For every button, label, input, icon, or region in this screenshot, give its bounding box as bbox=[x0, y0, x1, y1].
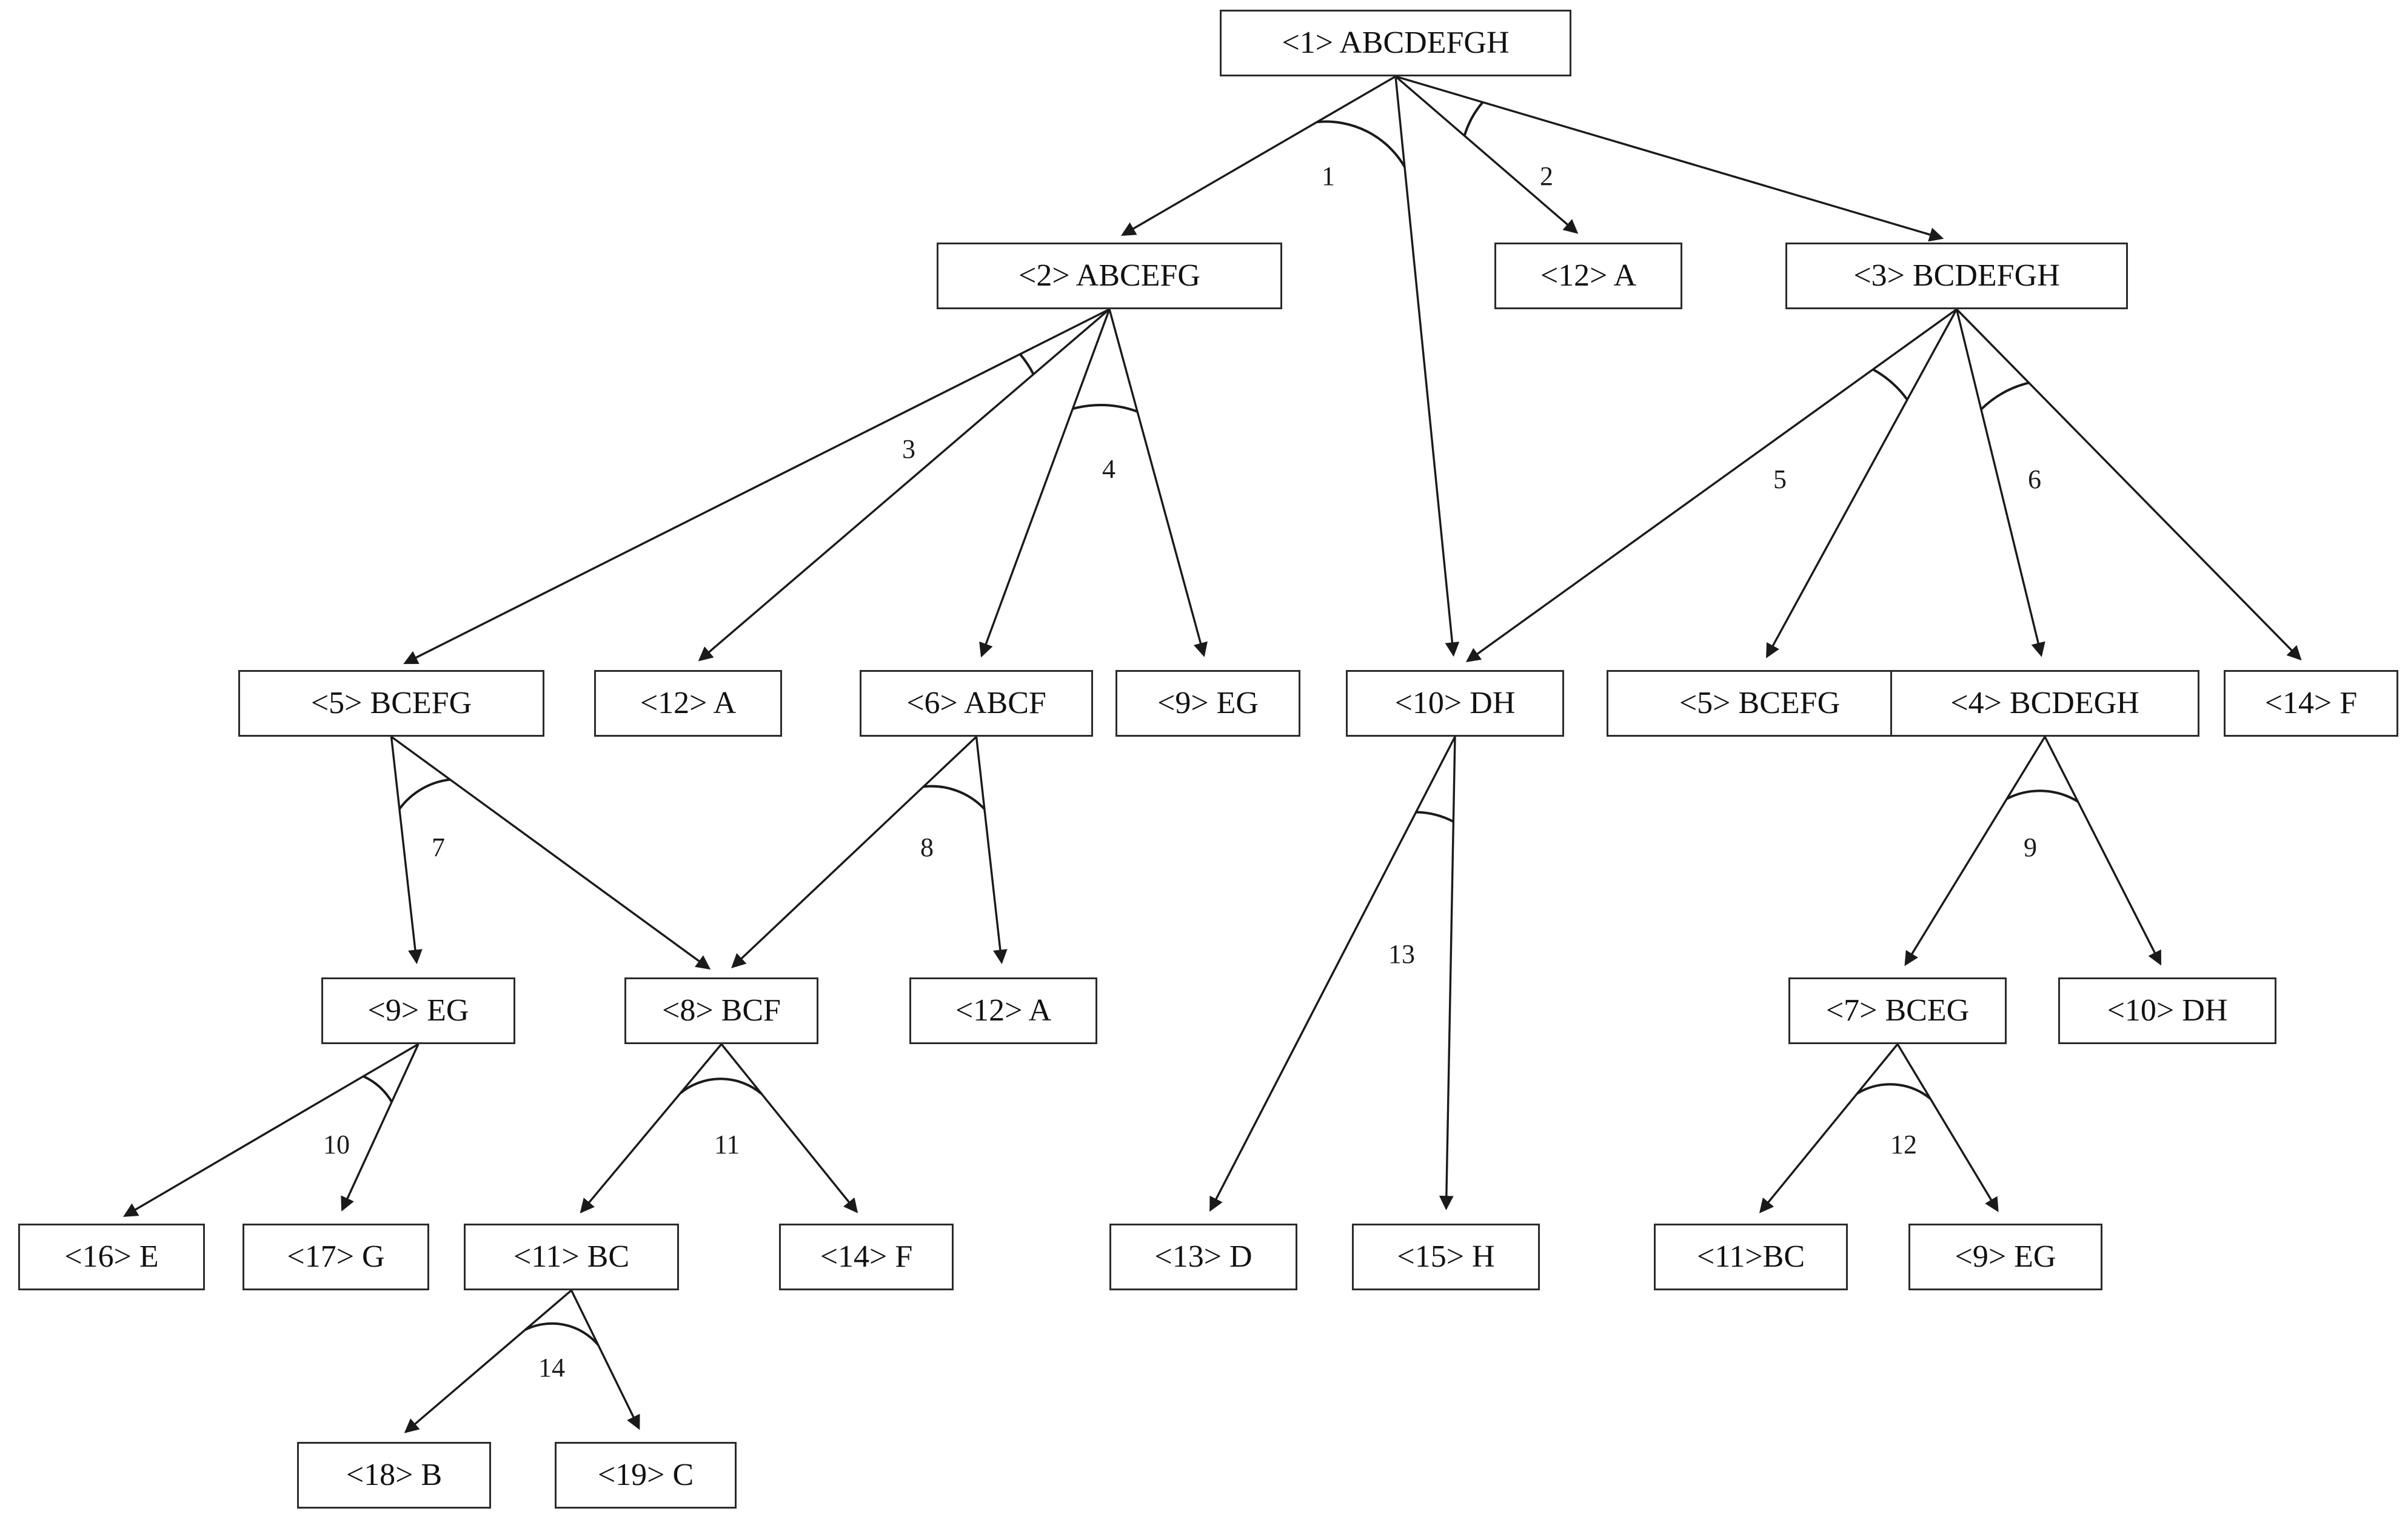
tree-node-n12b[interactable]: <12> A bbox=[594, 670, 782, 737]
arc-label-10: 10 bbox=[323, 1130, 350, 1159]
edge-n11a-to-n18 bbox=[404, 1289, 572, 1433]
edge-n2-to-n9a bbox=[1108, 309, 1208, 657]
tree-node-n10a[interactable]: <10> DH bbox=[1346, 670, 1564, 737]
arc-label-14: 14 bbox=[538, 1353, 565, 1382]
arc-label-5: 5 bbox=[1773, 464, 1787, 494]
edge-n10a-to-n15 bbox=[1439, 736, 1456, 1210]
tree-node-n12c[interactable]: <12> A bbox=[909, 977, 1097, 1044]
tree-node-n12a[interactable]: <12> A bbox=[1494, 243, 1682, 309]
angle-arc-n2-3 bbox=[1072, 404, 1138, 413]
edge-n6-to-n8 bbox=[731, 736, 977, 968]
tree-node-n8[interactable]: <8> BCF bbox=[624, 977, 818, 1044]
tree-node-n5a[interactable]: <5> BCEFG bbox=[238, 670, 544, 737]
angle-arcs bbox=[363, 101, 2079, 1346]
angle-arc-n4-8 bbox=[2006, 789, 2079, 803]
arc-label-13: 13 bbox=[1388, 939, 1415, 969]
tree-node-n2[interactable]: <2> ABCEFG bbox=[937, 243, 1282, 309]
tree-node-n17[interactable]: <17> G bbox=[242, 1224, 429, 1290]
edge-n5a-to-n8 bbox=[390, 736, 711, 970]
tree-node-n14b[interactable]: <14> F bbox=[779, 1224, 954, 1290]
arc-label-4: 4 bbox=[1102, 454, 1115, 484]
angle-arc-n6-7 bbox=[923, 785, 986, 810]
angle-arc-n9b-9 bbox=[363, 1075, 393, 1103]
edge-n2-to-n5a bbox=[403, 308, 1110, 665]
angle-arc-n11a-13 bbox=[524, 1322, 600, 1346]
arc-label-8: 8 bbox=[920, 833, 934, 862]
tree-node-n9c[interactable]: <9> EG bbox=[1908, 1224, 2102, 1290]
tree-node-n9b[interactable]: <9> EG bbox=[321, 977, 515, 1044]
angle-arc-n8-10 bbox=[680, 1077, 763, 1095]
edge-n1-to-n12a bbox=[1394, 75, 1579, 234]
edge-n11a-to-n19 bbox=[570, 1290, 640, 1430]
angle-arc-n1-0 bbox=[1317, 120, 1406, 168]
tree-node-n15[interactable]: <15> H bbox=[1352, 1224, 1540, 1290]
edge-n3-to-n14a bbox=[1956, 308, 2302, 661]
edge-n5a-to-n9b bbox=[390, 736, 423, 965]
edge-n1-to-n3 bbox=[1395, 75, 1944, 242]
edge-n4-to-n10b bbox=[2044, 736, 2162, 966]
angle-arc-n5a-6 bbox=[398, 778, 450, 810]
angle-arc-n3-4 bbox=[1872, 368, 1908, 401]
edge-n7-to-n11b bbox=[1759, 1043, 1899, 1213]
arc-label-12: 12 bbox=[1890, 1130, 1917, 1159]
tree-node-n11a[interactable]: <11> BC bbox=[464, 1224, 679, 1290]
edge-n9b-to-n16 bbox=[123, 1043, 419, 1217]
angle-arc-n3-5 bbox=[1980, 381, 2030, 410]
edge-n8-to-n14b bbox=[720, 1043, 858, 1213]
arc-label-3: 3 bbox=[902, 434, 915, 464]
arc-label-11: 11 bbox=[714, 1130, 740, 1159]
edge-n8-to-n11a bbox=[580, 1043, 723, 1214]
tree-node-n7[interactable]: <7> BCEG bbox=[1788, 977, 2007, 1044]
tree-node-n10b[interactable]: <10> DH bbox=[2058, 977, 2276, 1044]
edge-n10a-to-n13 bbox=[1209, 736, 1456, 1212]
edge-n6-to-n12c bbox=[975, 736, 1008, 965]
tree-node-n6[interactable]: <6> ABCF bbox=[860, 670, 1093, 737]
tree-node-n18[interactable]: <18> B bbox=[297, 1442, 491, 1509]
edge-n7-to-n9c bbox=[1896, 1044, 1999, 1213]
tree-node-n5b[interactable]: <5> BCEFG bbox=[1607, 670, 1913, 737]
tree-node-n19[interactable]: <19> C bbox=[555, 1442, 737, 1509]
angle-arc-n7-11 bbox=[1856, 1083, 1931, 1100]
tree-node-n9a[interactable]: <9> EG bbox=[1115, 670, 1300, 737]
tree-node-n1[interactable]: <1> ABCDEFGH bbox=[1220, 10, 1571, 76]
edge-n2-to-n6 bbox=[979, 309, 1111, 658]
tree-node-n3[interactable]: <3> BCDEFGH bbox=[1785, 243, 2128, 309]
edge-n4-to-n7 bbox=[1904, 736, 2046, 967]
tree-node-n11b[interactable]: <11>BC bbox=[1654, 1224, 1848, 1290]
arc-label-9: 9 bbox=[2024, 833, 2037, 862]
edge-n3-to-n10a bbox=[1465, 308, 1958, 663]
tree-node-n14a[interactable]: <14> F bbox=[2224, 670, 2398, 737]
arc-label-1: 1 bbox=[1322, 161, 1335, 191]
arc-label-6: 6 bbox=[2028, 464, 2041, 494]
tree-node-n4[interactable]: <4> BCDEGH bbox=[1890, 670, 2199, 737]
arc-label-7: 7 bbox=[432, 833, 445, 862]
edge-n2-to-n12b bbox=[698, 308, 1111, 662]
edge-n9b-to-n17 bbox=[341, 1044, 420, 1211]
edge-n3-to-n4 bbox=[1955, 309, 2045, 657]
angle-arc-n2-2 bbox=[1019, 353, 1035, 375]
angle-arc-n10a-12 bbox=[1416, 811, 1454, 823]
angle-arc-n1-1 bbox=[1463, 101, 1484, 136]
tree-node-n13[interactable]: <13> D bbox=[1109, 1224, 1297, 1290]
edge-n3-to-n5b bbox=[1766, 309, 1958, 658]
arc-label-2: 2 bbox=[1540, 161, 1553, 191]
edge-n1-to-n2 bbox=[1121, 75, 1396, 236]
edges bbox=[123, 75, 2302, 1433]
tree-node-n16[interactable]: <16> E bbox=[18, 1224, 205, 1290]
edge-n1-to-n10a bbox=[1394, 76, 1460, 657]
